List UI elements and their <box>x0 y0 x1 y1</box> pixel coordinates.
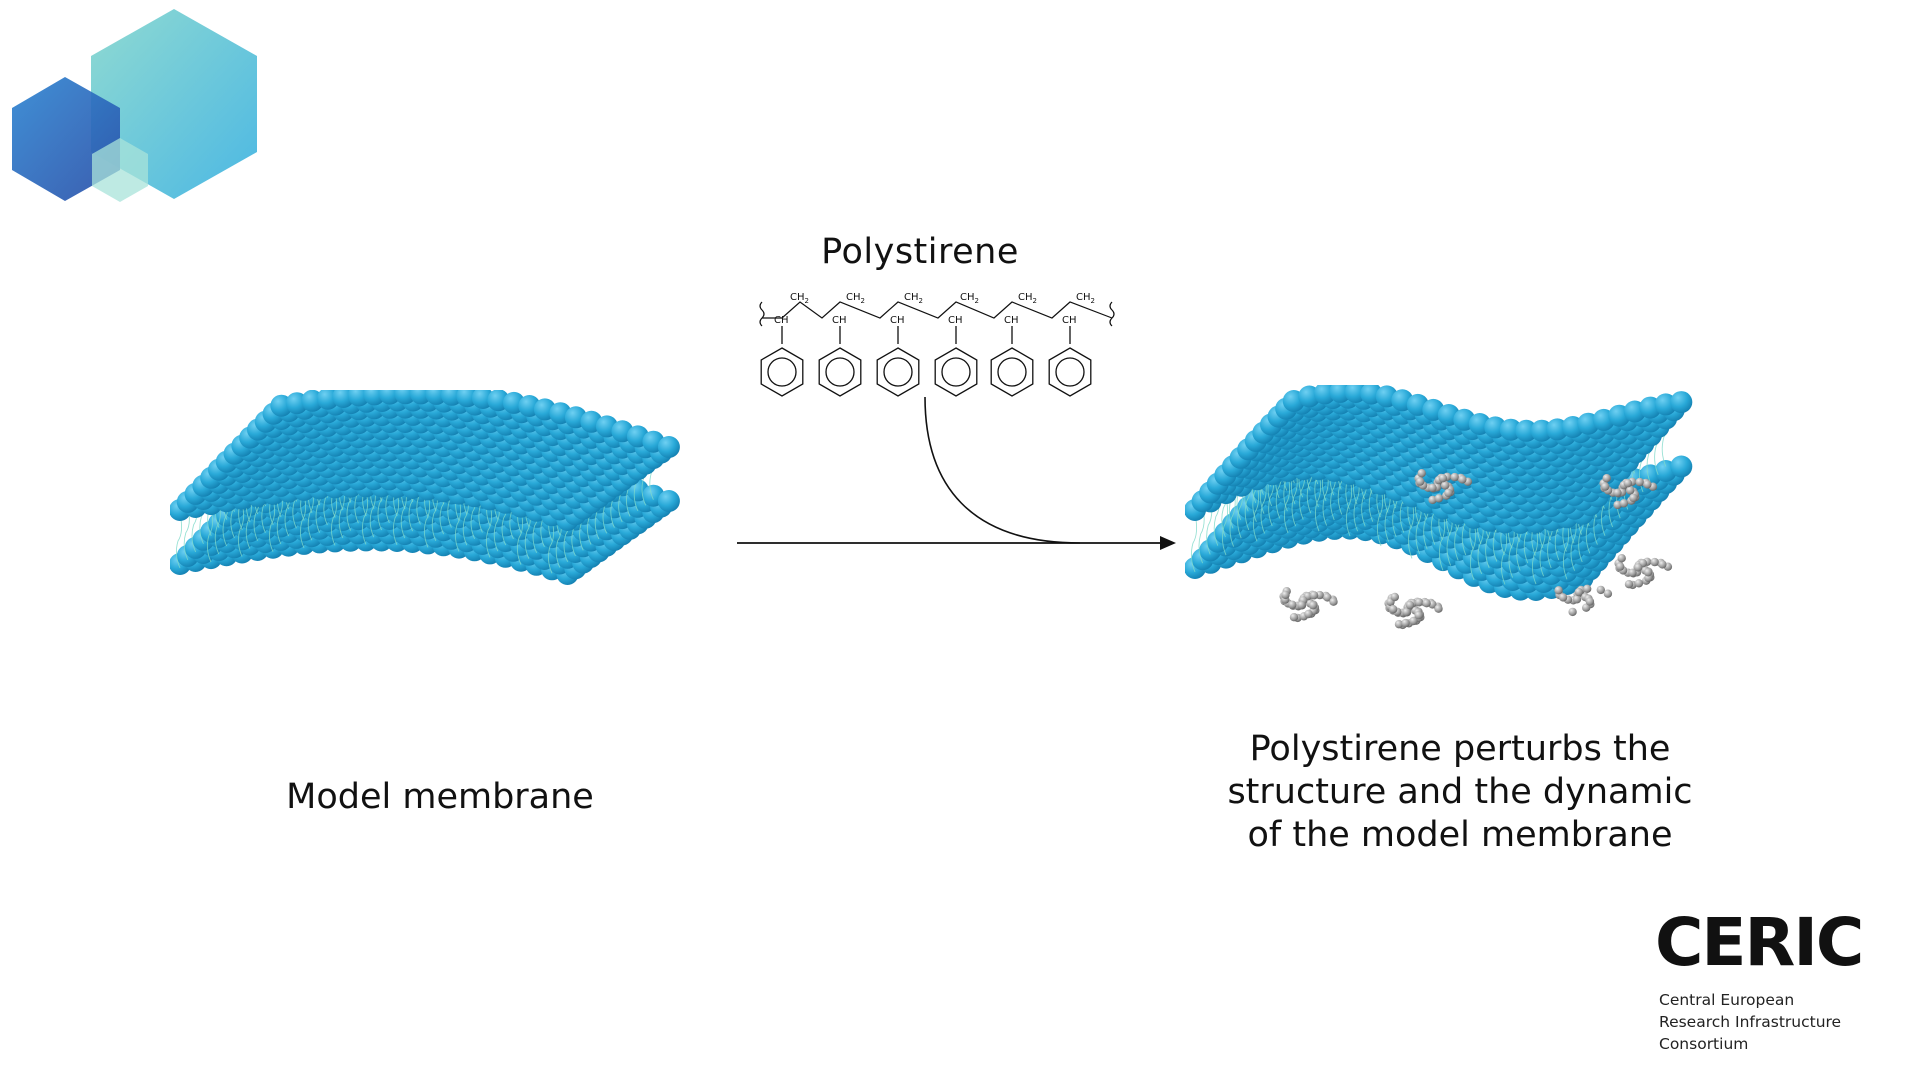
ch-label: CH <box>1062 315 1077 326</box>
polystyrene-bead <box>1635 477 1644 487</box>
ch2-label: CH2 <box>846 292 865 305</box>
perturbed-membrane-illustration <box>1185 385 1693 630</box>
polystyrene-bead <box>1583 584 1592 593</box>
benzene-ring-icon <box>818 347 862 397</box>
ch2-label: CH2 <box>790 292 809 305</box>
benzene-ring-icon <box>760 347 804 397</box>
ceric-logo: CERIC <box>1655 905 1864 975</box>
polystyrene-bead <box>1304 609 1313 619</box>
polystyrene-bead <box>1450 472 1459 482</box>
perturbation-caption: Polystirene perturbs the structure and t… <box>1170 728 1750 857</box>
polystyrene-bead <box>1624 580 1634 589</box>
polystyrene-bead <box>1422 599 1431 608</box>
polystyrene-bead <box>1634 579 1644 588</box>
arrow-icon <box>1160 536 1176 550</box>
polystyrene-bead <box>1558 593 1568 602</box>
polystyrene-bead <box>1394 620 1404 629</box>
polystyrene-bead <box>1458 475 1467 484</box>
benzene-ring-icon <box>990 347 1034 397</box>
benzene-ring-icon <box>876 347 920 397</box>
ch-label: CH <box>890 315 905 326</box>
polystyrene-bead <box>1629 493 1638 503</box>
ceric-subtitle-line: Central European <box>1659 991 1795 1009</box>
ch-label: CH <box>774 315 789 326</box>
polystyrene-bead <box>1402 607 1411 617</box>
polystyrene-bead <box>1444 488 1453 498</box>
ch2-label: CH2 <box>904 292 923 305</box>
polystyrene-bead <box>1582 603 1591 612</box>
polystyrene-bead <box>1626 486 1635 495</box>
caption-line: structure and the dynamic <box>1227 772 1693 812</box>
polystyrene-bead <box>1613 488 1622 497</box>
polystyrene-bead <box>1401 618 1410 628</box>
caption-line: of the model membrane <box>1247 815 1673 855</box>
polystyrene-bead <box>1613 500 1622 510</box>
ceric-subtitle-line: Consortium <box>1659 1035 1749 1053</box>
benzene-ring-icon <box>934 347 978 397</box>
polystyrene-bead <box>1650 557 1659 567</box>
ch-label: CH <box>832 315 847 326</box>
polystyrene-bead <box>1297 600 1306 610</box>
polystyrene-bead <box>1414 598 1424 607</box>
polystyrene-bead <box>1554 586 1563 595</box>
model-membrane-label: Model membrane <box>286 777 594 817</box>
polystyrene-bead <box>1634 563 1643 572</box>
polystyrene-bead <box>1309 591 1319 600</box>
polystyrene-bead <box>1616 562 1625 571</box>
polystyrene-bead <box>1281 590 1290 600</box>
reaction-arrow <box>737 396 1176 550</box>
model-membrane-illustration <box>170 390 680 585</box>
polystyrene-bead <box>1288 600 1297 609</box>
polystyrene-bead <box>1628 568 1637 577</box>
polystyrene-bead <box>1414 611 1423 620</box>
polystyrene-bead <box>1434 604 1443 613</box>
benzene-ring-icon <box>1048 347 1092 397</box>
polystyrene-bead <box>1643 480 1652 489</box>
polystyrene-bead <box>1389 605 1398 614</box>
ch2-label: CH2 <box>960 292 979 305</box>
polystyrene-bead <box>1617 554 1626 563</box>
polystyrene-bead <box>1428 483 1437 492</box>
polystyrene-bead <box>1409 616 1418 626</box>
polystyrene-bead <box>1601 482 1610 491</box>
polystyrene-bead <box>1289 613 1299 622</box>
polystyrene-bead <box>1596 585 1605 595</box>
polystyrene-bead <box>1585 597 1595 606</box>
polystyrene-bead <box>1428 495 1437 505</box>
polystyrene-bead <box>1568 607 1577 617</box>
polystyrene-bead <box>1329 597 1338 606</box>
polystyrene-bead <box>1405 600 1415 610</box>
polystyrene-title: Polystirene <box>821 232 1019 272</box>
polystyrene-bead <box>1441 481 1450 490</box>
ceric-subtitle-line: Research Infrastructure <box>1659 1013 1842 1031</box>
ch-label: CH <box>948 315 963 326</box>
polystyrene-bead <box>1574 587 1583 597</box>
ch-label: CH <box>1004 315 1019 326</box>
polystyrene-bead <box>1416 477 1425 486</box>
polystyrene-bead <box>1438 474 1448 483</box>
ch2-label: CH2 <box>1018 292 1037 305</box>
polystyrene-bead <box>1308 601 1318 610</box>
polystyrene-bead <box>1643 568 1653 577</box>
polystyrene-bead <box>1434 494 1444 503</box>
polystyrene-bead <box>1417 469 1426 478</box>
hexagon-logo-icon <box>12 9 257 202</box>
polystyrene-bead <box>1603 589 1613 598</box>
polystyrene-bead <box>1572 595 1582 604</box>
polystyrene-bead <box>1390 592 1399 602</box>
polystyrene-bead <box>1623 479 1633 488</box>
svg-text:CERIC: CERIC <box>1655 905 1862 975</box>
polystyrene-bead <box>1619 499 1629 508</box>
polystyrene-bead <box>1658 560 1667 569</box>
polystyrene-bead <box>1602 474 1611 483</box>
polystyrene-bead <box>1323 593 1332 602</box>
caption-line: Polystirene perturbs the <box>1249 729 1671 769</box>
ch2-label: CH2 <box>1076 292 1095 305</box>
